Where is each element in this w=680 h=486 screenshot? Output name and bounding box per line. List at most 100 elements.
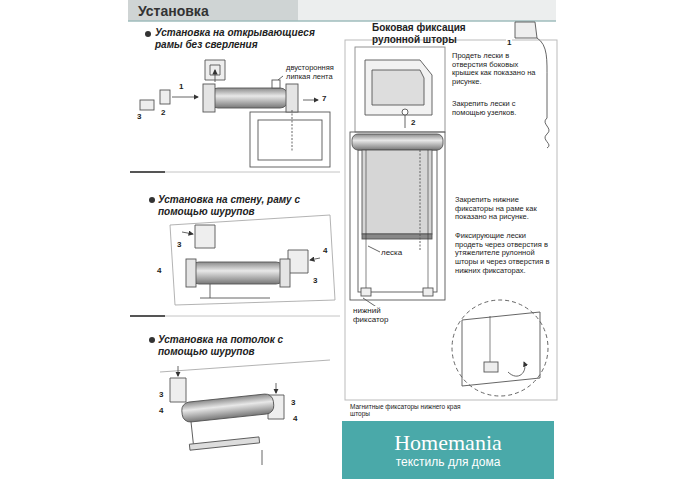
- callout-number: 3: [290, 398, 296, 407]
- ceiling-mount-figure-part: [170, 378, 186, 402]
- window-figure-part: [362, 234, 432, 239]
- brand-box: Homemaniaтекстиль для дома: [342, 421, 554, 479]
- callout-number: 4: [156, 266, 162, 275]
- title-band-part: [128, 20, 556, 22]
- window-figure-part: [423, 288, 433, 296]
- window-figure: [350, 132, 445, 308]
- section-divider-part: [130, 315, 165, 317]
- title-band: [128, 0, 556, 21]
- wall-mount-figure-part: [190, 262, 285, 284]
- side-fixation-panel-part: [345, 40, 557, 400]
- callout-number: 4: [322, 246, 328, 255]
- side-fixation-panel: [345, 40, 557, 400]
- callout-number: 3: [136, 112, 142, 121]
- thread-bracket: [515, 22, 549, 148]
- section-divider-part: [130, 171, 165, 173]
- ceiling-mount-figure: [160, 360, 330, 465]
- wall-mount-figure-part: [280, 259, 290, 287]
- instruction-note: Закрепить нижние фиксаторы на раме как п…: [455, 196, 551, 222]
- part-note: Магнитные фиксаторы нижнего края шторы: [350, 403, 470, 418]
- callout-number: 2: [410, 118, 416, 127]
- wall-mount-figure-part: [310, 258, 320, 260]
- wall-mount-figure-part: [200, 298, 270, 299]
- fixator-closeup-part: [508, 362, 525, 376]
- callout-number: 3: [312, 276, 318, 285]
- ceiling-mount-figure-part: [191, 422, 193, 444]
- frame-mount-figure-part: [272, 80, 280, 88]
- frame-mount-figure-part: [203, 84, 215, 112]
- window-figure-part: [361, 288, 371, 296]
- wall-mount-figure-part: [170, 215, 335, 305]
- bracket-closeup-part: [405, 115, 406, 128]
- instruction-note: Продеть лески в отверстия боковых крышек…: [452, 52, 536, 87]
- callout-number: 2: [160, 108, 166, 117]
- window-figure-part: [352, 134, 443, 150]
- ceiling-mount-figure-part: [181, 393, 275, 423]
- frame-mount-figure-part: [210, 88, 288, 108]
- fixator-closeup-part: [462, 312, 540, 386]
- window-figure-part: [362, 150, 432, 234]
- ceiling-mount-figure-part: [189, 437, 259, 450]
- wall-mount-figure-part: [186, 259, 196, 287]
- section-heading: Установка на потолок с помощью шурупов: [158, 334, 318, 357]
- callout-number: 3: [158, 390, 164, 399]
- frame-mount-figure-part: [286, 84, 298, 112]
- window-figure-part: [366, 150, 367, 292]
- bracket-closeup-part: [402, 109, 408, 115]
- section-divider-part: [130, 316, 340, 317]
- bracket-closeup-part: [355, 47, 445, 132]
- callout-number: 4: [292, 414, 298, 423]
- fixator-closeup-part: [452, 300, 548, 396]
- title-band-part: [128, 0, 556, 21]
- ceiling-mount-figure-part: [160, 360, 330, 372]
- bracket-closeup: [355, 47, 445, 132]
- callout-number: 1: [178, 82, 184, 91]
- bullet: [145, 31, 155, 343]
- wall-mount-figure: [170, 215, 335, 305]
- callout-number: 4: [158, 406, 164, 415]
- ceiling-mount-figure-part: [276, 383, 277, 393]
- title-band-part: [128, 0, 298, 21]
- section-heading: Установка на стену, раму с помощью шуруп…: [158, 194, 333, 217]
- window-figure-part: [368, 246, 380, 252]
- section-title: Установка: [138, 3, 209, 19]
- brand-tagline: текстиль для дома: [396, 455, 501, 469]
- window-figure-part: [428, 150, 429, 292]
- thread-bracket-part: [537, 38, 547, 118]
- frame-mount-figure-part: [172, 97, 198, 98]
- bullet-part: [145, 31, 151, 37]
- instruction-note: Фиксирующие лески продеть через отверсти…: [455, 232, 551, 275]
- callout-number: 3: [176, 240, 182, 249]
- section-heading: Установка на открывающиеся рамы без свер…: [155, 27, 325, 50]
- section-heading: Боковая фиксация рулонной шторы: [372, 22, 507, 45]
- frame-mount-figure-part: [160, 90, 170, 104]
- frame-mount-figure-part: [250, 112, 330, 167]
- window-figure-part: [350, 132, 445, 300]
- frame-mount-figure-part: [140, 100, 154, 110]
- wall-mount-figure-part: [210, 284, 211, 298]
- part-name: леска: [380, 248, 403, 257]
- wall-mount-figure-part: [288, 250, 308, 273]
- section-divider: [130, 172, 340, 316]
- window-figure-part: [420, 150, 421, 250]
- brand-name: Homemania: [394, 431, 502, 455]
- frame-mount-figure-part: [292, 110, 293, 152]
- wall-mount-figure-part: [195, 225, 215, 248]
- frame-mount-figure-part: [303, 100, 318, 101]
- frame-mount-figure-part: [258, 120, 322, 160]
- part-note: двусторонняя липкая лента: [286, 64, 346, 81]
- bracket-closeup-part: [372, 70, 424, 105]
- bracket-closeup-part: [365, 60, 432, 115]
- frame-mount-figure-part: [278, 76, 283, 80]
- callout-number: 7: [321, 94, 327, 103]
- bullet-part: [149, 337, 155, 343]
- bullet-part: [149, 197, 155, 203]
- fixator-closeup: [452, 300, 548, 396]
- wall-mount-figure-part: [182, 232, 193, 234]
- ceiling-mount-figure-part: [262, 450, 263, 465]
- callout-number: 1: [506, 38, 512, 47]
- thread-bracket-part: [515, 22, 537, 38]
- fixator-closeup-part: [490, 316, 491, 366]
